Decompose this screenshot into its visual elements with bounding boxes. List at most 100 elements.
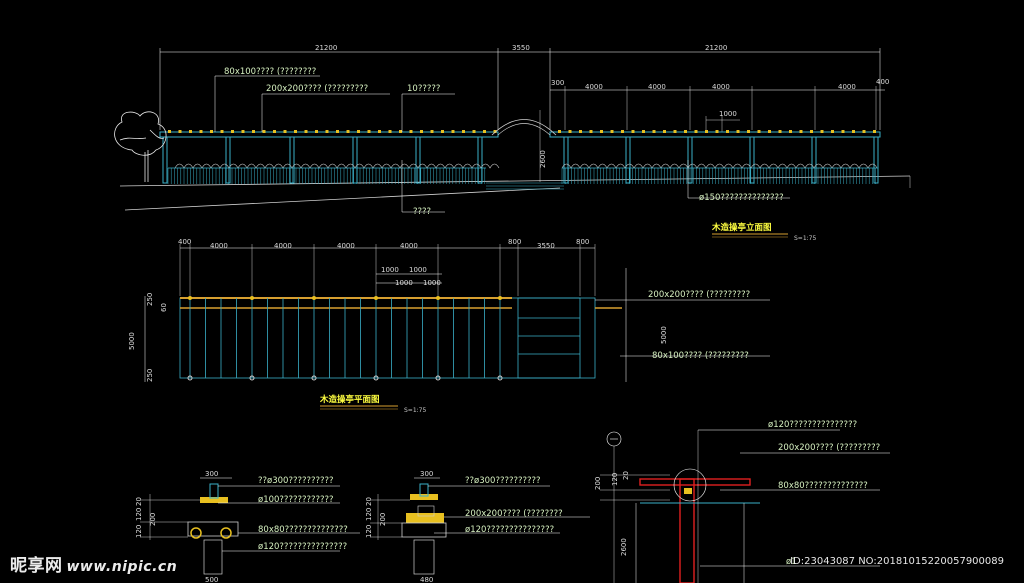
watermark-id: ID:23043087 NO:20181015220057900089: [790, 556, 1004, 567]
detail-b: 300 20 120 200 120 480 ??ø300?????????? …: [365, 470, 590, 583]
rafter-cap: [747, 130, 750, 133]
plan-dim-4000-c: 4000: [337, 242, 355, 250]
detail-b-dim-bottom: 480: [420, 576, 433, 583]
elev-callout-ground: ????: [413, 207, 431, 217]
rafter-cap: [430, 130, 434, 133]
rafter-cap: [315, 130, 318, 133]
rafter-cap: [304, 130, 308, 133]
elev-dim-4000-a: 4000: [585, 83, 603, 91]
rafter-cap: [220, 130, 224, 133]
rafter-cap: [726, 130, 729, 133]
rafter-cap: [642, 130, 645, 133]
rafter-cap: [862, 130, 866, 133]
rafter-cap: [621, 130, 624, 133]
plan-column: [188, 296, 192, 300]
rafter-cap: [757, 130, 761, 133]
rafter-cap: [778, 130, 782, 133]
plan-dim-1000-b: 1000: [409, 266, 427, 274]
rafter-cap: [631, 130, 635, 133]
detail-b-callout-3: ø120???????????????: [465, 525, 554, 535]
plan-column: [187, 375, 193, 381]
rafter-cap: [210, 130, 213, 133]
rafter-cap: [831, 130, 834, 133]
elevation-column: [415, 136, 421, 184]
rafter-cap: [873, 130, 876, 133]
plan-dim-250-bottom: 250: [146, 369, 154, 382]
detail-c-dim-120: 120: [611, 473, 619, 486]
rafter-cap: [451, 130, 455, 133]
plan-column: [311, 375, 317, 381]
rafter-cap: [820, 130, 824, 133]
rafter-cap: [705, 130, 708, 133]
rafter-cap: [472, 130, 476, 133]
detail-c-dim-200: 200: [594, 477, 602, 490]
rafter-cap: [409, 130, 413, 133]
plan-column: [374, 296, 378, 300]
rafter-cap: [600, 130, 603, 133]
elevation-column: [625, 136, 631, 184]
rafter-cap: [367, 130, 371, 133]
plan-column: [373, 375, 379, 381]
rafter-cap: [589, 130, 593, 133]
plan-column: [249, 375, 255, 381]
detail-a-callout-3: 80x80??????????????: [258, 525, 348, 535]
rafter-cap: [684, 130, 687, 133]
elev-callout-beam: 80x100???? (????????: [224, 67, 316, 77]
plan-column: [312, 296, 316, 300]
plan-dim-1000-a: 1000: [381, 266, 399, 274]
watermark-logo-text: 昵享网: [10, 556, 63, 576]
detail-a-dim-20: 20: [135, 497, 143, 506]
rafter-cap: [241, 130, 245, 133]
rafter-cap: [652, 130, 656, 133]
plan-title: 木造操亭平面图: [319, 394, 380, 405]
detail-c-dim-20: 20: [622, 471, 630, 480]
rafter-cap: [346, 130, 350, 133]
elevation-column: [289, 136, 295, 184]
rafter-cap: [441, 130, 444, 133]
detail-a-callout-4: ø120???????????????: [258, 542, 347, 552]
rafter-cap: [579, 130, 582, 133]
rafter-cap: [841, 130, 845, 133]
elev-dim-2600: 2600: [539, 150, 547, 168]
plan-dim-5000-right: 5000: [660, 326, 668, 344]
plan-dim-5000-left: 5000: [128, 332, 136, 350]
rafter-cap: [168, 130, 171, 133]
rafter-cap: [483, 130, 486, 133]
detail-a-dim-200: 200: [149, 513, 157, 526]
plan-dim-4000-d: 4000: [400, 242, 418, 250]
plan-callout-post: 200x200???? (?????????: [648, 290, 750, 300]
detail-b-callout-1: ??ø300??????????: [465, 476, 541, 486]
rafter-cap: [568, 130, 572, 133]
plan-dim-1000-d: 1000: [423, 279, 441, 287]
plan-dim-4000-b: 4000: [274, 242, 292, 250]
plan-dim-250-top: 250: [146, 293, 154, 306]
elev-callout-rafter: 10?????: [407, 84, 440, 94]
rafter-cap: [852, 130, 855, 133]
rafter-cap: [420, 130, 423, 133]
detail-a-dim-top: 300: [205, 470, 218, 478]
detail-b-dim-top: 300: [420, 470, 433, 478]
detail-b-callout-2: 200x200???? (????????: [465, 509, 563, 519]
rafter-cap: [357, 130, 360, 133]
elev-dim-300: 300: [551, 79, 564, 87]
elev-dim-1000: 1000: [719, 110, 737, 118]
shrub: [174, 163, 500, 169]
plan-dim-800-b: 800: [576, 238, 589, 246]
elevation-view: 21200 3550 21200 300 4000 4000 4000 4000…: [114, 44, 911, 242]
elev-dim-left: 21200: [315, 44, 337, 52]
elevation-column: [225, 136, 231, 184]
shrubs: [174, 163, 878, 169]
rafter-cap: [558, 130, 561, 133]
elevation-column: [811, 136, 817, 184]
elevation-scale: S=1:75: [794, 235, 816, 242]
rafter-cap: [178, 130, 182, 133]
detail-b-dim-120a: 120: [365, 508, 373, 521]
watermark-url: www.nipic.cn: [66, 559, 178, 575]
detail-b-dim-20: 20: [365, 497, 373, 506]
detail-c-callout-3: 80x80??????????????: [778, 481, 868, 491]
rafter-cap: [399, 130, 402, 133]
rafter-cap: [252, 130, 255, 133]
rafter-cap: [325, 130, 329, 133]
plan-dim-400: 400: [178, 238, 191, 246]
